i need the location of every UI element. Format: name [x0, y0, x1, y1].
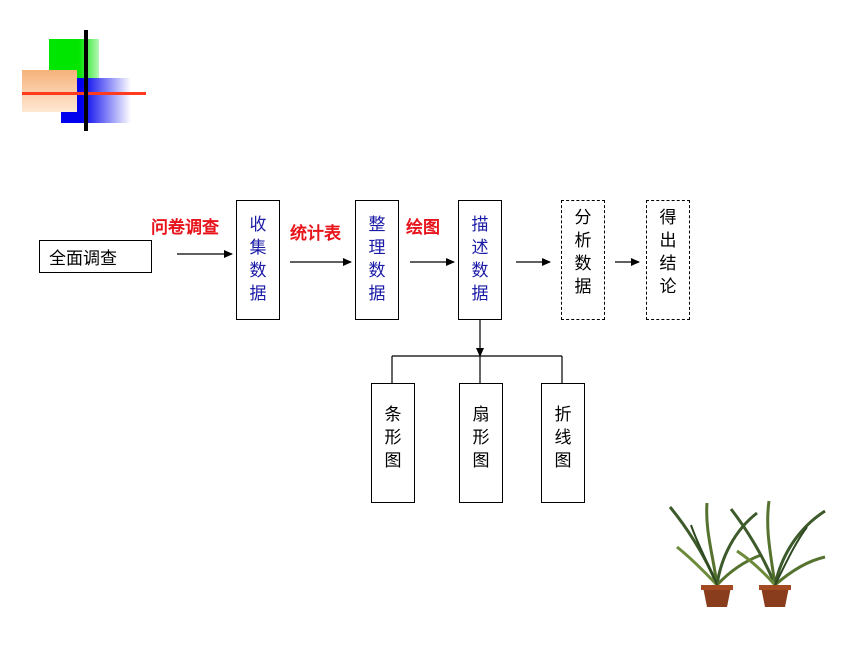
step-organize-data: 整 理 数 据 [355, 200, 399, 320]
step-describe-char-4: 据 [471, 284, 489, 304]
step-describe-char-1: 描 [471, 215, 489, 235]
chart-type-line: 折 线 图 [541, 383, 585, 503]
step-collect-char-4: 据 [249, 284, 267, 304]
edge-label-statistics-table: 统计表 [290, 224, 341, 244]
chart-pie-char-2: 形 [472, 428, 490, 448]
step-conclude-char-1: 得 [659, 208, 677, 228]
chart-pie-char-3: 图 [472, 451, 490, 471]
step-analyze-char-1: 分 [574, 208, 592, 228]
step-analyze-char-3: 数 [574, 254, 592, 274]
step-draw-conclusion: 得 出 结 论 [646, 200, 690, 320]
edge-label-questionnaire: 问卷调查 [151, 218, 219, 238]
step-organize-char-2: 理 [368, 238, 386, 258]
decor-corner [0, 0, 160, 140]
step-collect-char-1: 收 [249, 215, 267, 235]
step-organize-char-1: 整 [368, 215, 386, 235]
decor-peach-square [22, 70, 77, 112]
step-analyze-char-2: 析 [574, 231, 592, 251]
step-conclude-char-3: 结 [659, 254, 677, 274]
chart-bar-char-3: 图 [384, 451, 402, 471]
step-conclude-char-4: 论 [659, 277, 677, 297]
step-collect-char-2: 集 [249, 238, 267, 258]
chart-type-pie: 扇 形 图 [459, 383, 503, 503]
start-node: 全面调查 [39, 240, 152, 273]
potted-plants-decoration [668, 500, 826, 607]
step-collect-char-3: 数 [249, 261, 267, 281]
chart-line-char-1: 折 [554, 405, 572, 425]
start-node-label: 全面调查 [49, 249, 117, 269]
chart-line-char-2: 线 [554, 428, 572, 448]
step-conclude-char-2: 出 [659, 231, 677, 251]
chart-type-bar: 条 形 图 [371, 383, 415, 503]
step-analyze-data: 分 析 数 据 [561, 200, 605, 320]
chart-line-char-3: 图 [554, 451, 572, 471]
step-describe-char-2: 述 [471, 238, 489, 258]
chart-bar-char-1: 条 [384, 405, 402, 425]
plant-left-icon [668, 502, 762, 607]
step-describe-data: 描 述 数 据 [458, 200, 502, 320]
step-organize-char-4: 据 [368, 284, 386, 304]
chart-pie-char-1: 扇 [472, 405, 490, 425]
decor-black-line [84, 30, 88, 131]
step-organize-char-3: 数 [368, 261, 386, 281]
edge-label-drawing: 绘图 [406, 218, 440, 238]
step-collect-data: 收 集 数 据 [236, 200, 280, 320]
step-analyze-char-4: 据 [574, 277, 592, 297]
plant-right-icon [729, 500, 826, 607]
chart-bar-char-2: 形 [384, 428, 402, 448]
step-describe-char-3: 数 [471, 261, 489, 281]
